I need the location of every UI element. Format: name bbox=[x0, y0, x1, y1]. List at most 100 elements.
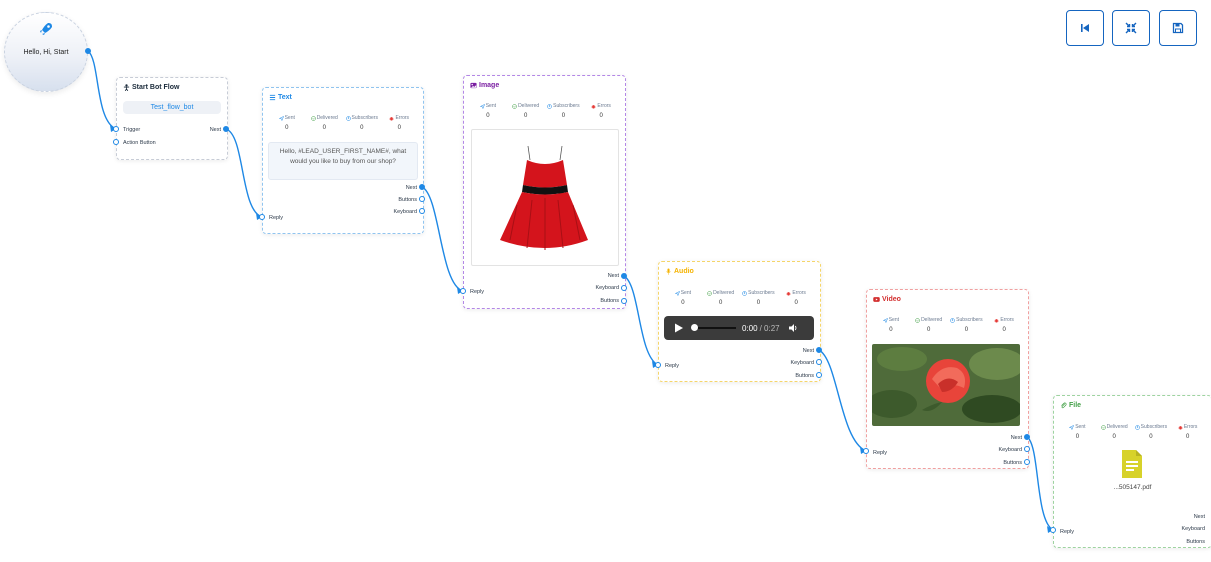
flow-name-chip[interactable]: Test_flow_bot bbox=[123, 101, 221, 114]
file-reply-port[interactable] bbox=[1050, 527, 1056, 533]
collapse-button[interactable] bbox=[1112, 10, 1150, 46]
check-circle-icon bbox=[512, 103, 517, 109]
send-icon bbox=[674, 290, 680, 296]
check-circle-icon bbox=[310, 115, 316, 121]
text-message-box[interactable]: Hello, #LEAD_USER_FIRST_NAME#, what woul… bbox=[268, 142, 418, 180]
text-keyboard-port[interactable] bbox=[419, 208, 425, 214]
image-icon bbox=[470, 82, 477, 89]
audio-seek-bar[interactable] bbox=[691, 324, 736, 331]
start-keywords: Hello, Hi, Start bbox=[23, 49, 69, 56]
text-node-title: Text bbox=[269, 94, 292, 101]
wire-text-to-image bbox=[421, 186, 464, 292]
check-circle-icon bbox=[915, 317, 920, 323]
audio-keyboard-port[interactable] bbox=[816, 359, 822, 365]
play-icon[interactable] bbox=[674, 323, 684, 333]
wire-video-to-file bbox=[1026, 436, 1054, 531]
red-dress-image[interactable] bbox=[471, 129, 619, 266]
youtube-icon bbox=[873, 297, 880, 302]
text-reply-port[interactable] bbox=[259, 214, 265, 220]
keyboard-port-label: Keyboard bbox=[998, 447, 1022, 453]
audio-reply-port[interactable] bbox=[655, 362, 661, 368]
text-next-port[interactable] bbox=[419, 184, 425, 190]
next-port-label: Next bbox=[802, 348, 814, 354]
microphone-icon bbox=[666, 268, 671, 275]
next-port-label: Next bbox=[1010, 435, 1022, 441]
image-reply-port[interactable] bbox=[460, 288, 466, 294]
wire-image-to-audio bbox=[623, 275, 659, 366]
audio-player[interactable]: 0:00 / 0:27 bbox=[664, 316, 814, 340]
next-port-label: Next bbox=[405, 185, 417, 191]
audio-current-time: 0:00 bbox=[742, 323, 758, 333]
rocket-icon bbox=[40, 23, 52, 35]
save-button[interactable] bbox=[1159, 10, 1197, 46]
next-port-label: Next bbox=[1193, 514, 1205, 520]
video-buttons-port[interactable] bbox=[1024, 459, 1030, 465]
start-output-port[interactable] bbox=[85, 48, 91, 54]
trigger-port-label: Trigger bbox=[123, 127, 141, 133]
wire-start-to-startbot bbox=[87, 50, 117, 130]
image-buttons-port[interactable] bbox=[621, 298, 627, 304]
video-next-port[interactable] bbox=[1024, 434, 1030, 440]
reply-port-label: Reply bbox=[470, 289, 485, 295]
action-button-input-port[interactable] bbox=[113, 139, 119, 145]
wire-audio-to-video bbox=[818, 349, 867, 452]
send-icon bbox=[278, 115, 284, 121]
start-bot-flow-title: Start Bot Flow bbox=[123, 84, 179, 91]
text-buttons-port[interactable] bbox=[419, 196, 425, 202]
bug-icon bbox=[786, 291, 791, 295]
list-icon bbox=[269, 94, 276, 101]
image-next-port[interactable] bbox=[621, 273, 627, 279]
check-circle-icon bbox=[707, 290, 712, 296]
buttons-port-label: Buttons bbox=[600, 298, 619, 304]
file-node-title: File bbox=[1060, 402, 1081, 409]
user-circle-icon bbox=[1134, 424, 1140, 430]
rose-illustration bbox=[872, 344, 1020, 426]
image-keyboard-port[interactable] bbox=[621, 285, 627, 291]
rose-video-thumbnail[interactable] bbox=[872, 344, 1020, 426]
start-bot-next-port[interactable] bbox=[223, 126, 229, 132]
keyboard-port-label: Keyboard bbox=[790, 360, 814, 366]
start-bot-flow-node[interactable]: Start Bot Flow Test_flow_bot Trigger Act… bbox=[116, 77, 228, 160]
audio-buttons-port[interactable] bbox=[816, 372, 822, 378]
bug-icon bbox=[591, 104, 596, 108]
audio-duration: / 0:27 bbox=[759, 323, 780, 333]
document-icon[interactable] bbox=[1121, 449, 1143, 479]
bug-icon bbox=[994, 318, 999, 322]
skip-back-button[interactable] bbox=[1066, 10, 1104, 46]
node-title-text: Video bbox=[882, 296, 901, 303]
volume-icon[interactable] bbox=[788, 323, 798, 333]
node-title-text: Text bbox=[278, 94, 292, 101]
send-icon bbox=[1069, 424, 1075, 430]
paperclip-icon bbox=[1061, 402, 1067, 409]
dress-illustration bbox=[500, 145, 588, 250]
skip-back-icon bbox=[1081, 24, 1089, 32]
next-port-label: Next bbox=[209, 127, 221, 133]
start-trigger-node[interactable]: Hello, Hi, Start bbox=[4, 12, 88, 92]
trigger-input-port[interactable] bbox=[113, 126, 119, 132]
collapse-icon bbox=[1125, 22, 1137, 34]
video-keyboard-port[interactable] bbox=[1024, 446, 1030, 452]
video-reply-port[interactable] bbox=[863, 448, 869, 454]
reply-port-label: Reply bbox=[873, 450, 888, 456]
reply-port-label: Reply bbox=[665, 363, 680, 369]
save-icon bbox=[1172, 22, 1184, 34]
audio-next-port[interactable] bbox=[816, 347, 822, 353]
node-title-text: Image bbox=[479, 82, 500, 89]
